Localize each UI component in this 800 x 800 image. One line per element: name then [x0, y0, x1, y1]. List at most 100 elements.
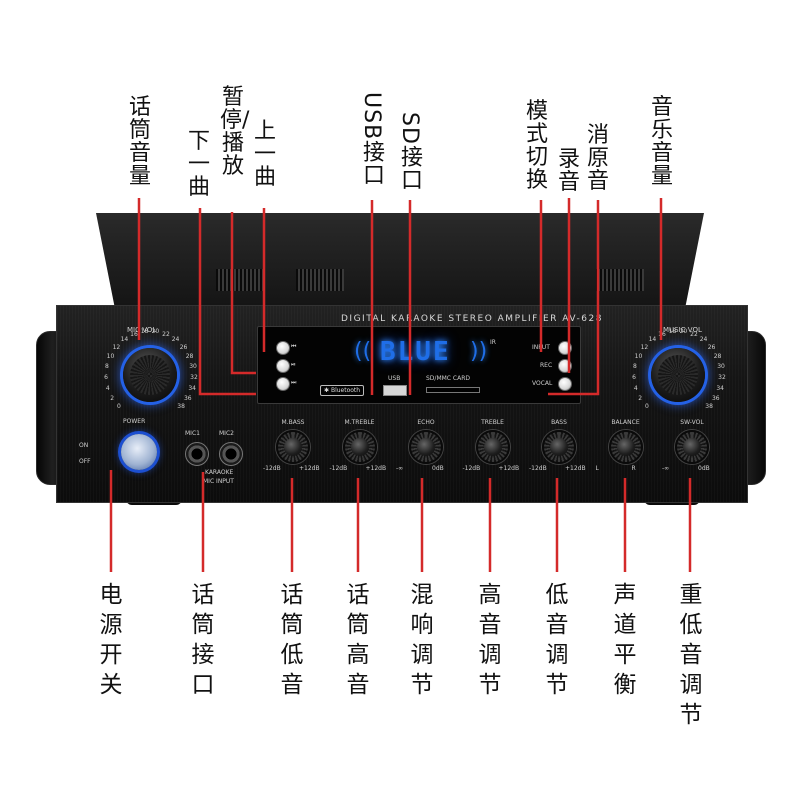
- callout-vocal-cut: 消原音: [586, 123, 609, 194]
- bass-label: BASS: [551, 419, 567, 426]
- vent: [216, 269, 264, 291]
- music-vol-scale-34: 34: [716, 384, 724, 392]
- music-vol-scale-32: 32: [718, 373, 726, 381]
- mic-vol-scale-28: 28: [185, 352, 194, 360]
- mic2-jack[interactable]: [219, 442, 243, 466]
- mic-vol-scale-20: 20: [151, 328, 160, 336]
- music-vol-scale-36: 36: [711, 394, 720, 402]
- usb-label: USB: [388, 375, 401, 382]
- mic-vol-label: MIC VOL: [127, 326, 157, 334]
- next-track-button[interactable]: [276, 377, 290, 391]
- music-vol-scale-10: 10: [634, 352, 643, 360]
- usb-port[interactable]: [383, 385, 407, 396]
- m-treble-min-label: -12dB: [329, 465, 348, 472]
- music-vol-scale-24: 24: [699, 336, 708, 344]
- karaoke-label: KARAOKE: [205, 469, 234, 476]
- callout-mic-bass: 话筒低音: [280, 582, 304, 698]
- callout-sd-slot: SD接口: [397, 112, 422, 191]
- m-bass-knob[interactable]: [276, 430, 310, 464]
- music-vol-scale-20: 20: [679, 328, 688, 336]
- mic-vol-scale-16: 16: [130, 331, 138, 338]
- mic-vol-scale-18: 18: [140, 328, 149, 336]
- bluetooth-icon: ✱: [324, 387, 330, 394]
- play-pause-button[interactable]: [276, 359, 290, 373]
- bluetooth-label: Bluetooth: [330, 387, 361, 394]
- callout-music-vol: 音乐音量: [650, 95, 673, 189]
- callout-next-track: 上一曲: [253, 119, 276, 190]
- mic-vol-scale-22: 22: [162, 331, 170, 338]
- sw-vol-min-label: -∞: [662, 465, 670, 472]
- mic-vol-knob[interactable]: [123, 348, 177, 402]
- on-label: ON: [79, 442, 89, 449]
- power-button[interactable]: [121, 434, 157, 470]
- mic-vol-scale-2: 2: [110, 394, 115, 402]
- echo-knob[interactable]: [409, 430, 443, 464]
- music-vol-scale-38: 38: [705, 403, 713, 411]
- callout-treble: 高音调节: [478, 582, 502, 698]
- mic-vol-scale-38: 38: [177, 403, 185, 411]
- mic-vol-scale-36: 36: [183, 394, 192, 402]
- balance-label: BALANCE: [611, 419, 640, 426]
- play-pause-icon: ⏯: [291, 361, 296, 368]
- callout-record: 录音: [557, 147, 580, 195]
- mic-vol-scale-32: 32: [190, 373, 198, 381]
- treble-knob[interactable]: [475, 430, 510, 464]
- vfd-left-bars-icon: ((: [354, 339, 372, 364]
- display-readout: BLUE: [380, 337, 451, 367]
- mic2-label: MIC2: [219, 430, 234, 437]
- mic-input-label: MIC INPUT: [203, 478, 234, 485]
- bass-knob[interactable]: [542, 430, 576, 464]
- mic-vol-scale-34: 34: [188, 384, 196, 392]
- m-treble-knob[interactable]: [342, 430, 377, 464]
- balance-max-label: R: [631, 465, 636, 472]
- amplifier: DIGITAL KARAOKE STEREO AMPLIFIER AV-628 …: [36, 213, 766, 505]
- callout-usb-port: USB接口: [359, 92, 384, 187]
- music-vol-scale-2: 2: [638, 394, 643, 402]
- bass-max-label: +12dB: [565, 465, 586, 472]
- balance-knob[interactable]: [608, 430, 643, 464]
- bass-min-label: -12dB: [529, 465, 547, 472]
- music-vol-scale-12: 12: [640, 343, 649, 351]
- leader-play: [230, 212, 256, 375]
- music-vol-scale-0: 0: [644, 403, 649, 411]
- callout-pause-play: 暂停/播放: [220, 85, 250, 179]
- callout-subwoofer: 重低音调节: [679, 582, 703, 728]
- prev-icon: ⏮: [291, 343, 297, 350]
- m-bass-min-label: -12dB: [263, 465, 281, 472]
- callout-balance: 声道平衡: [613, 582, 637, 698]
- vocal-cut-button[interactable]: [558, 377, 572, 391]
- off-label: OFF: [79, 458, 91, 465]
- vent: [296, 269, 344, 291]
- callout-echo: 混响调节: [410, 582, 434, 698]
- vent: [596, 269, 644, 291]
- callout-bass: 低音调节: [545, 582, 569, 698]
- power-label: POWER: [123, 418, 146, 425]
- echo-min-label: -∞: [396, 465, 404, 472]
- m-treble-max-label: +12dB: [365, 465, 387, 472]
- prev-track-button[interactable]: [276, 341, 290, 355]
- music-vol-scale-18: 18: [668, 328, 677, 336]
- m-treble-label: M.TREBLE: [344, 419, 375, 426]
- music-vol-scale-8: 8: [633, 362, 637, 370]
- mic-vol-scale-14: 14: [120, 336, 129, 344]
- music-vol-knob[interactable]: [651, 348, 705, 402]
- mic1-jack[interactable]: [185, 442, 209, 466]
- treble-min-label: -12dB: [462, 465, 481, 472]
- mic-vol-scale-10: 10: [106, 352, 115, 360]
- callout-mode-switch: 模式切换: [525, 99, 548, 193]
- display-window: ⏮ ⏯ ⏭ (( BLUE )) IR ✱ Bluetooth USB SD/M…: [257, 326, 581, 404]
- music-vol-scale-28: 28: [713, 352, 722, 360]
- music-vol-scale-22: 22: [690, 331, 698, 338]
- echo-max-label: 0dB: [432, 465, 444, 472]
- sw-vol-knob[interactable]: [675, 430, 709, 464]
- music-vol-scale-6: 6: [632, 373, 636, 381]
- sw-vol-max-label: 0dB: [698, 465, 710, 472]
- sd-card-slot[interactable]: [426, 387, 480, 393]
- vfd-right-bars-icon: )): [470, 339, 488, 364]
- mic1-label: MIC1: [185, 430, 200, 437]
- sd-label: SD/MMC CARD: [426, 375, 470, 382]
- music-vol-scale-14: 14: [648, 336, 657, 344]
- rec-label: REC: [540, 362, 553, 369]
